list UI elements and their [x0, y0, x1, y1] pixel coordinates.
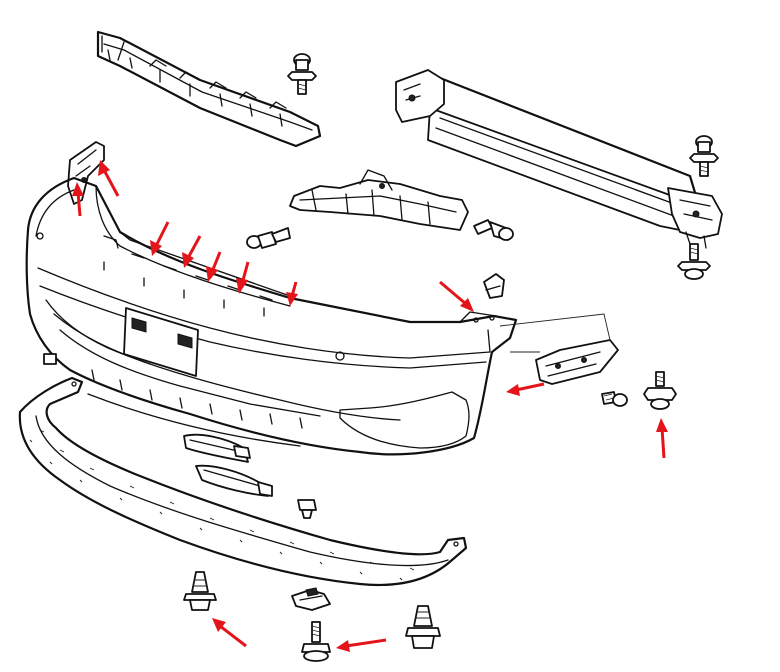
side-screw: [246, 227, 291, 249]
side-bracket: [499, 313, 619, 385]
fog-light-covers: [183, 433, 273, 497]
arrow-clip-2: [182, 235, 202, 268]
arrow-clip-3: [206, 251, 222, 282]
beam-bolt-lower: [677, 243, 711, 280]
right-corner-clip: [483, 273, 505, 299]
arrow-bracket-left: [72, 182, 84, 217]
bracket-bolt: [473, 219, 514, 241]
arrow-bottom-left-clip: [212, 618, 247, 648]
arrow-clip-4: [236, 261, 250, 294]
center-upper-bracket: [289, 169, 469, 231]
side-bolt: [643, 371, 677, 410]
upper-retainer-rail: [96, 30, 322, 148]
arrow-right-corner: [439, 280, 474, 312]
arrow-bottom-screw: [336, 638, 387, 652]
reinforcement-beam: [395, 69, 723, 249]
left-clip: [43, 353, 57, 365]
top-bolt: [287, 53, 317, 95]
bottom-clip: [183, 571, 217, 611]
lower-spoiler: [18, 376, 468, 587]
center-clip: [297, 499, 317, 519]
bottom-right-clip: [405, 605, 441, 649]
beam-bolt-upper: [689, 135, 719, 177]
bracket-screw: [601, 391, 628, 407]
arrow-bracket-top: [98, 160, 120, 197]
arrow-side-bracket: [506, 382, 545, 396]
bottom-center-clip: [291, 587, 331, 611]
arrow-clip-1: [150, 221, 170, 256]
bottom-screw: [301, 621, 331, 662]
arrow-layer: [72, 160, 668, 652]
arrow-side-bolt: [656, 418, 668, 459]
arrow-clip-5: [286, 281, 298, 306]
